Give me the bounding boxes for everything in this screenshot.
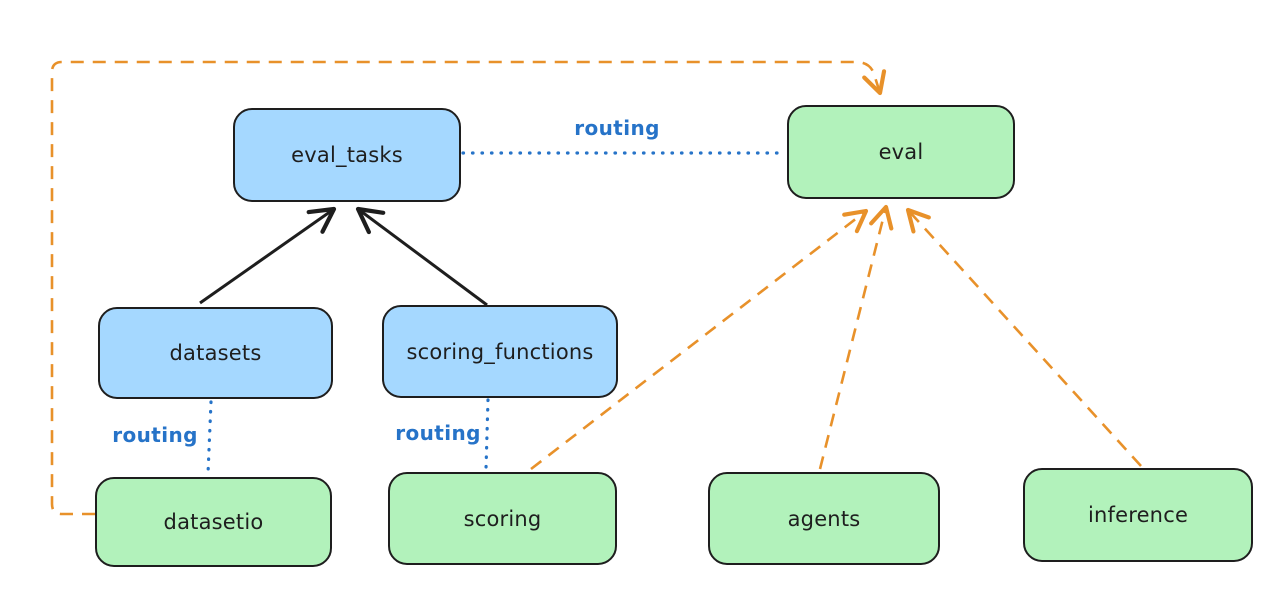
node-datasetio-label: datasetio	[163, 510, 264, 534]
node-datasets-label: datasets	[169, 341, 262, 365]
node-scoring[interactable]: scoring	[388, 472, 617, 565]
node-agents[interactable]: agents	[708, 472, 940, 565]
node-datasetio[interactable]: datasetio	[95, 477, 332, 567]
node-eval[interactable]: eval	[787, 105, 1015, 199]
edge-label-routing-scoring-functions-scoring: routing	[395, 421, 481, 445]
node-inference[interactable]: inference	[1023, 468, 1253, 562]
node-eval-tasks[interactable]: eval_tasks	[233, 108, 461, 202]
node-agents-label: agents	[787, 506, 861, 531]
node-eval-label: eval	[878, 140, 924, 164]
node-scoring-functions[interactable]: scoring_functions	[382, 305, 618, 398]
edge-datasetio-to-eval	[50, 60, 887, 516]
node-eval-tasks-label: eval_tasks	[291, 143, 403, 167]
edge-scoring-to-eval	[530, 208, 869, 471]
edge-agents-to-eval	[818, 204, 894, 470]
node-scoring-functions-label: scoring_functions	[406, 339, 594, 364]
edge-datasets-to-datasetio-routing	[206, 400, 213, 476]
edge-scoring-functions-to-eval-tasks	[355, 206, 488, 307]
node-scoring-label: scoring	[463, 506, 542, 531]
node-inference-label: inference	[1087, 503, 1189, 527]
edge-label-routing-datasets-datasetio: routing	[112, 423, 198, 447]
node-datasets[interactable]: datasets	[98, 307, 333, 399]
edge-datasets-to-eval-tasks	[199, 206, 337, 305]
edge-label-routing-eval-tasks-eval: routing	[574, 116, 660, 140]
edge-scoring-functions-to-scoring-routing	[484, 398, 490, 471]
edge-inference-to-eval	[905, 207, 1142, 467]
